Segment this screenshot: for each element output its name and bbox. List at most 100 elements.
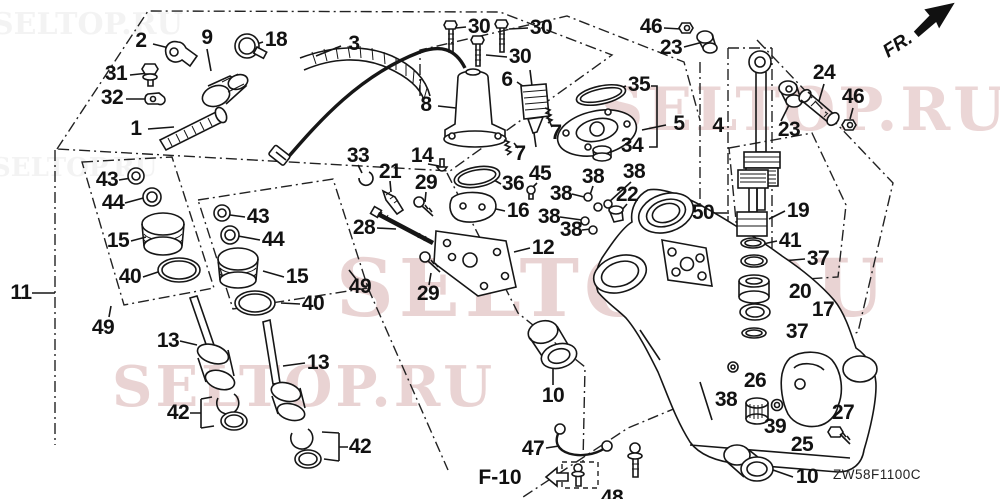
part-label-42: 42	[348, 435, 372, 459]
part-label-7: 7	[550, 121, 562, 145]
part-label-27: 27	[831, 401, 855, 425]
hole	[459, 202, 467, 210]
part-label-47: 47	[521, 437, 545, 461]
watermark-text: SELTOP.RU	[0, 7, 183, 42]
part-label-11: 11	[10, 281, 32, 305]
part-label-45: 45	[528, 162, 552, 186]
part-label-2: 2	[135, 29, 147, 53]
clamp-18	[234, 33, 268, 60]
part-label-49: 49	[91, 316, 115, 340]
part-label-42: 42	[166, 401, 190, 425]
part-label-38: 38	[714, 388, 738, 412]
tube-1	[158, 106, 228, 152]
part-label-10: 10	[795, 465, 819, 489]
part-label-35: 35	[627, 73, 651, 97]
bolt-29b	[419, 251, 441, 273]
part-label-40: 40	[118, 265, 142, 289]
bushing-10-mid	[527, 319, 578, 370]
part-label-46: 46	[841, 85, 865, 109]
hole	[447, 252, 457, 262]
part-label-26: 26	[743, 369, 767, 393]
part-label-38: 38	[537, 205, 561, 229]
bolts-30	[443, 19, 509, 67]
valve-14	[435, 158, 449, 172]
group-box-cable	[55, 10, 614, 172]
cylinder-group-b	[213, 204, 322, 469]
plug-22	[608, 205, 624, 223]
clamp-2	[164, 40, 199, 68]
hole	[492, 247, 502, 257]
o-rings-38	[580, 192, 739, 373]
washer-39	[770, 398, 784, 412]
part-label-13: 13	[156, 329, 180, 353]
part-label-46: 46	[639, 15, 663, 39]
diagram-code: ZW58F1100C	[833, 467, 922, 482]
part-label-44: 44	[261, 228, 285, 252]
part-label-21: 21	[378, 160, 402, 184]
parts-artwork	[127, 19, 878, 488]
part-label-14: 14	[410, 144, 434, 168]
part-label-3: 3	[348, 32, 360, 56]
part-label-32: 32	[100, 86, 124, 110]
screw-21	[381, 189, 405, 216]
bushing-23a	[696, 30, 718, 54]
nut-46a	[678, 22, 694, 34]
hose-3	[299, 45, 431, 101]
group-box-motor	[419, 15, 701, 121]
part-label-38: 38	[559, 218, 583, 242]
part-label-15: 15	[285, 265, 309, 289]
part-label-43: 43	[95, 168, 119, 192]
clip-33	[358, 171, 374, 187]
part-label-25: 25	[790, 433, 814, 457]
part-label-30: 30	[508, 45, 532, 69]
rod-24	[798, 88, 840, 127]
part-label-36: 36	[501, 172, 525, 196]
valve-plate-16	[449, 191, 497, 223]
part-label-33: 33	[346, 144, 370, 168]
part-label-12: 12	[531, 236, 555, 260]
part-label-38: 38	[622, 160, 646, 184]
part-label-18: 18	[264, 28, 288, 52]
bushing-26	[745, 397, 769, 425]
mount-25	[780, 351, 843, 428]
nut-46b	[841, 119, 857, 131]
bracket-32	[144, 92, 166, 106]
part-label-9: 9	[201, 26, 213, 50]
stud-28	[369, 205, 435, 245]
part-label-5: 5	[673, 112, 685, 136]
hole	[462, 252, 478, 268]
part-label-30: 30	[467, 15, 491, 39]
valve-45	[526, 185, 536, 200]
part-label-30: 30	[529, 16, 553, 40]
bolt-48	[627, 442, 643, 478]
group-box-50	[728, 132, 847, 284]
part-label-37: 37	[806, 247, 830, 271]
part-label-24: 24	[812, 61, 836, 85]
group-line	[367, 287, 449, 471]
bushing-23b	[778, 80, 803, 108]
part-label-39: 39	[763, 415, 787, 439]
hole	[500, 271, 510, 281]
part-label-15: 15	[106, 229, 130, 253]
part-label-28: 28	[352, 216, 376, 240]
bushing-10-br	[723, 444, 774, 482]
part-label-23: 23	[659, 36, 683, 60]
part-label-29: 29	[414, 171, 438, 195]
ground-cable-47	[554, 423, 613, 457]
part-label-50: 50	[691, 201, 715, 225]
spring	[503, 139, 513, 156]
part-label-34: 34	[620, 134, 644, 158]
part-label-48: 48	[600, 486, 624, 499]
part-label-8: 8	[420, 93, 432, 117]
part-label-10: 10	[541, 384, 565, 408]
part-label-22: 22	[615, 183, 639, 207]
f10-arrow	[544, 466, 569, 488]
part-label-31: 31	[104, 62, 128, 86]
part-label-4: 4	[712, 114, 724, 138]
part-label-37: 37	[785, 320, 809, 344]
part-label-44: 44	[101, 191, 125, 215]
fr-arrow-icon	[913, 2, 955, 38]
group-box-housing	[519, 39, 894, 499]
part-label-23: 23	[777, 118, 801, 142]
